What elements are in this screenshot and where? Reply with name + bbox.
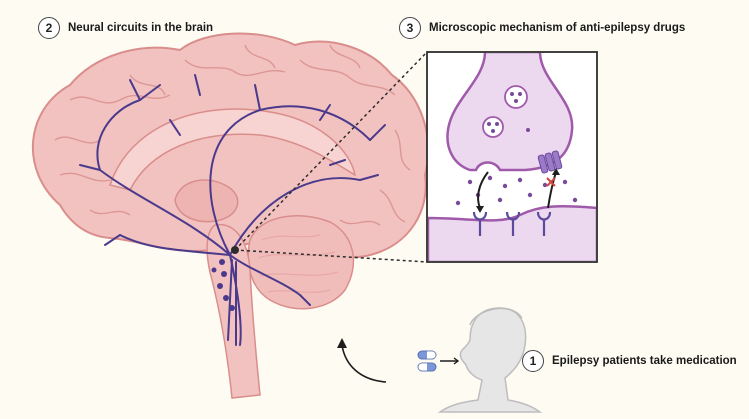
step-number-badge: 1 bbox=[522, 350, 544, 372]
vesicles bbox=[482, 85, 528, 138]
corpus-callosum bbox=[109, 108, 357, 191]
step-number-badge: 2 bbox=[38, 17, 60, 39]
arrow-icon bbox=[440, 357, 460, 365]
brainstem bbox=[206, 224, 261, 399]
step-neural-circuits: 2 Neural circuits in the brain bbox=[38, 17, 213, 39]
pill-icon bbox=[417, 362, 437, 372]
receptors bbox=[472, 211, 552, 236]
presynaptic-terminal bbox=[446, 53, 574, 172]
step-take-medication: 1 Epilepsy patients take medication bbox=[522, 350, 737, 372]
transporter bbox=[537, 150, 563, 174]
arrow-icon bbox=[337, 338, 387, 383]
cerebellum bbox=[247, 215, 355, 310]
arrow-icon bbox=[552, 168, 560, 175]
arrow-icon bbox=[476, 206, 484, 213]
neural-pathways bbox=[79, 74, 386, 346]
neurotransmitters bbox=[455, 175, 578, 206]
step-number-badge: 3 bbox=[399, 17, 421, 39]
flow-arrows bbox=[477, 171, 557, 209]
patient-illustration bbox=[437, 307, 543, 413]
zoom-connector-lines bbox=[234, 51, 428, 263]
step-label: Microscopic mechanism of anti-epilepsy d… bbox=[429, 22, 686, 34]
person-head-icon bbox=[437, 307, 543, 413]
pathway-nodes bbox=[211, 259, 235, 311]
step-microscopic-mechanism: 3 Microscopic mechanism of anti-epilepsy… bbox=[399, 17, 685, 39]
gyri bbox=[54, 44, 411, 226]
cerebrum bbox=[31, 32, 430, 259]
synapse-inset bbox=[426, 51, 598, 263]
pill-icon bbox=[417, 350, 437, 360]
step-label: Epilepsy patients take medication bbox=[552, 355, 737, 367]
step-label: Neural circuits in the brain bbox=[68, 22, 214, 34]
thalamus bbox=[174, 179, 239, 223]
block-x-icon bbox=[546, 177, 556, 187]
brain-illustration bbox=[31, 32, 430, 399]
